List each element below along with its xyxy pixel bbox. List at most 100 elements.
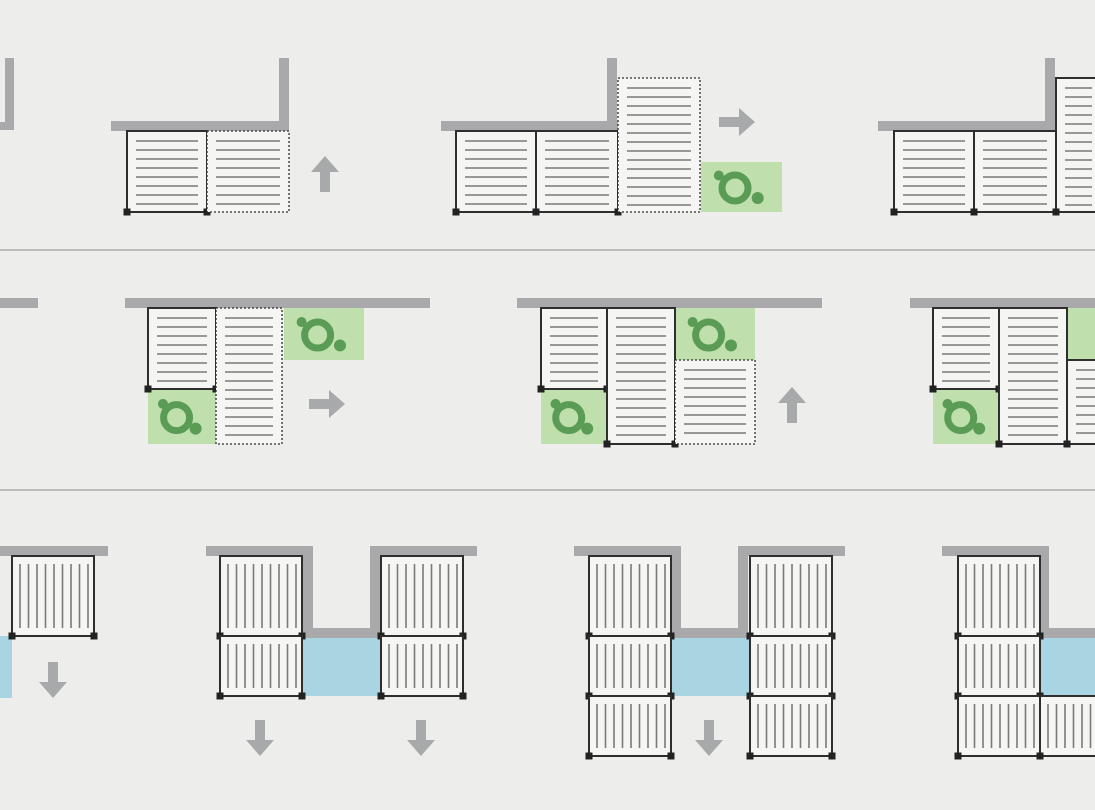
existing-module — [746, 695, 836, 760]
garden-area — [148, 389, 216, 444]
shrub-icon — [296, 317, 307, 328]
module-outline — [932, 307, 1000, 390]
tree-icon — [692, 318, 726, 352]
shrub-icon — [581, 422, 594, 435]
wall-segment — [5, 58, 14, 130]
shrub-icon — [725, 339, 737, 352]
wall-segment — [111, 121, 289, 131]
post-marker — [90, 632, 98, 640]
post-marker — [459, 692, 467, 700]
module-outline — [588, 695, 672, 757]
existing-module — [954, 635, 1044, 700]
shrub-icon — [713, 170, 724, 181]
garden-area — [701, 162, 782, 212]
existing-module — [746, 555, 836, 640]
wall-segment — [303, 546, 313, 638]
existing-module — [532, 130, 622, 216]
expansion-arrow-up-icon — [778, 387, 806, 423]
wall-segment — [671, 546, 681, 638]
module-outline — [219, 555, 303, 637]
existing-module — [537, 307, 611, 393]
shrub-icon — [550, 398, 561, 409]
module-outline — [674, 359, 756, 445]
tree-icon — [160, 401, 194, 435]
expansion-arrow-down-icon — [407, 720, 435, 756]
shrub-icon — [942, 398, 953, 409]
garden-patch — [148, 389, 216, 444]
post-marker — [1063, 440, 1071, 448]
expansion-arrow-right-icon — [309, 390, 345, 418]
water-area — [0, 636, 12, 698]
post-marker — [8, 632, 16, 640]
module-outline — [1039, 695, 1095, 757]
module-outline — [617, 77, 701, 213]
wall-segment — [303, 628, 380, 638]
existing-module — [603, 307, 679, 448]
module-outline — [749, 635, 833, 697]
module-outline — [893, 130, 975, 213]
post-marker — [1052, 208, 1060, 216]
module-outline — [588, 555, 672, 637]
module-outline — [147, 307, 217, 390]
wall-segment — [206, 546, 313, 556]
existing-module — [954, 695, 1044, 760]
garden-patch — [1067, 308, 1095, 360]
wall-segment — [441, 121, 618, 131]
existing-module — [585, 635, 675, 700]
wall-segment — [878, 121, 1057, 131]
expansion-arrow-down-icon — [39, 662, 67, 698]
garden-area — [675, 308, 755, 360]
existing-module — [585, 555, 675, 640]
existing-module — [890, 130, 978, 216]
existing-module — [954, 555, 1044, 640]
shrub-icon — [687, 317, 698, 328]
existing-module — [377, 635, 467, 700]
module-outline — [215, 307, 283, 445]
module-outline — [957, 555, 1041, 637]
shrub-icon — [334, 339, 346, 352]
module-outline — [998, 307, 1068, 445]
existing-module — [452, 130, 540, 216]
module-outline — [1055, 77, 1095, 213]
module-outline — [535, 130, 619, 213]
garden-patch — [933, 389, 999, 444]
module-outline — [957, 635, 1041, 697]
module-outline — [957, 695, 1041, 757]
module-outline — [455, 130, 537, 213]
garden-patch — [675, 308, 755, 360]
tree-icon — [301, 318, 335, 352]
shrub-icon — [189, 422, 202, 435]
post-marker — [298, 692, 306, 700]
existing-module — [970, 130, 1060, 216]
post-marker — [954, 752, 962, 760]
post-marker — [828, 752, 836, 760]
wall-segment — [125, 298, 430, 308]
post-marker — [667, 752, 675, 760]
garden-patch — [541, 389, 607, 444]
shrub-icon — [751, 192, 764, 204]
shrub-icon — [157, 398, 168, 409]
wall-segment — [671, 628, 748, 638]
tree-icon — [944, 401, 978, 435]
wall-segment — [607, 58, 617, 131]
post-marker — [929, 385, 937, 393]
module-outline — [11, 555, 95, 637]
garden-area — [284, 308, 364, 360]
expansion-arrow-up-icon — [311, 156, 339, 192]
tree-icon — [718, 171, 752, 205]
post-marker — [537, 385, 545, 393]
post-marker — [603, 440, 611, 448]
module-outline — [749, 695, 833, 757]
post-marker — [970, 208, 978, 216]
module-outline — [206, 130, 290, 213]
existing-module — [216, 555, 306, 640]
existing-module — [1036, 695, 1095, 760]
existing-module — [144, 307, 220, 393]
post-marker — [746, 752, 754, 760]
expansion-arrow-down-icon — [695, 720, 723, 756]
existing-module — [995, 307, 1071, 448]
existing-module — [8, 555, 98, 640]
garden-area — [1067, 308, 1095, 360]
shrub-icon — [973, 422, 986, 435]
